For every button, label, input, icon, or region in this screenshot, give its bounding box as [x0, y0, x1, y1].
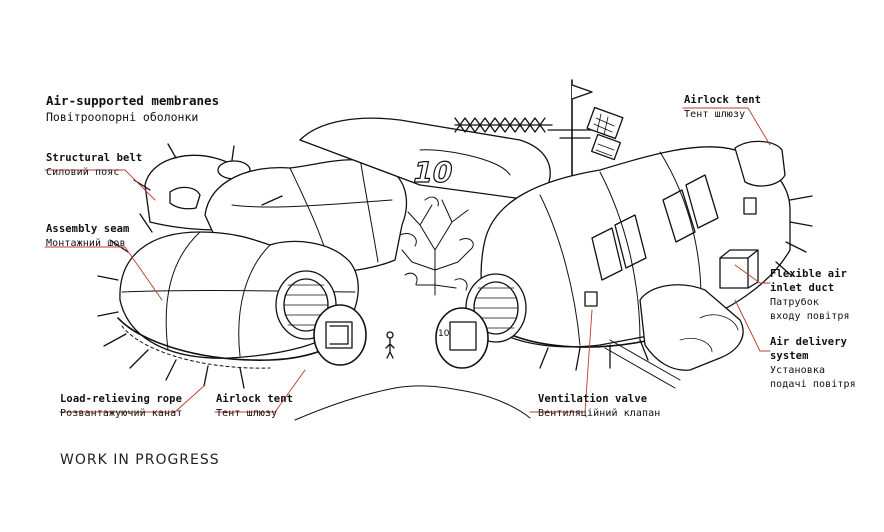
label-assembly-seam-ua: Монтажний шов — [46, 238, 126, 249]
label-air-delivery-1: Air delivery — [770, 336, 848, 348]
label-load-relieving-rope: Load-relieving rope — [60, 393, 183, 405]
dome-number: 10 — [410, 156, 456, 189]
label-flexible-air-1: Flexible air — [770, 268, 848, 280]
label-flexible-air-ua-1: Патрубок — [770, 297, 819, 308]
antenna-mast — [454, 79, 624, 206]
label-airlock-tent-bottom-ua: Тент шлюзу — [216, 408, 278, 419]
central-tube: 10 — [299, 117, 551, 201]
label-ventilation-valve-ua: Вентиляційний клапан — [538, 408, 661, 419]
title-ua: Повітроопорні оболонки — [46, 110, 199, 124]
airlock-number: 10 — [438, 329, 450, 339]
label-air-delivery-ua-2: подачі повітря — [770, 379, 856, 390]
label-air-delivery-2: system — [770, 350, 809, 362]
ventilation-valve-box — [584, 291, 598, 307]
airlock-right: 10 — [435, 273, 527, 369]
label-flexible-air-ua-2: входу повітря — [770, 311, 850, 322]
title-en: Air-supported membranes — [46, 93, 220, 108]
airlock-left — [275, 270, 395, 366]
label-ventilation-valve: Ventilation valve — [538, 393, 648, 405]
label-air-delivery-ua-1: Установка — [770, 365, 826, 376]
work-in-progress-note: WORK IN PROGRESS — [60, 452, 220, 468]
label-airlock-tent-top: Airlock tent — [684, 94, 762, 106]
label-structural-belt-ua: Силовий пояс — [46, 167, 120, 178]
label-flexible-air-2: inlet duct — [770, 282, 835, 294]
label-assembly-seam: Assembly seam — [46, 223, 130, 235]
leader-lines — [44, 107, 771, 413]
label-airlock-tent-top-ua: Тент шлюзу — [684, 109, 746, 120]
label-load-relieving-rope-ua: Розвантажуючий канат — [60, 408, 183, 419]
label-structural-belt: Structural belt — [46, 152, 143, 164]
plant-tree — [399, 196, 474, 296]
ground-contour — [294, 385, 531, 421]
air-delivery-unit — [604, 249, 759, 389]
label-airlock-tent-bottom: Airlock tent — [216, 393, 294, 405]
